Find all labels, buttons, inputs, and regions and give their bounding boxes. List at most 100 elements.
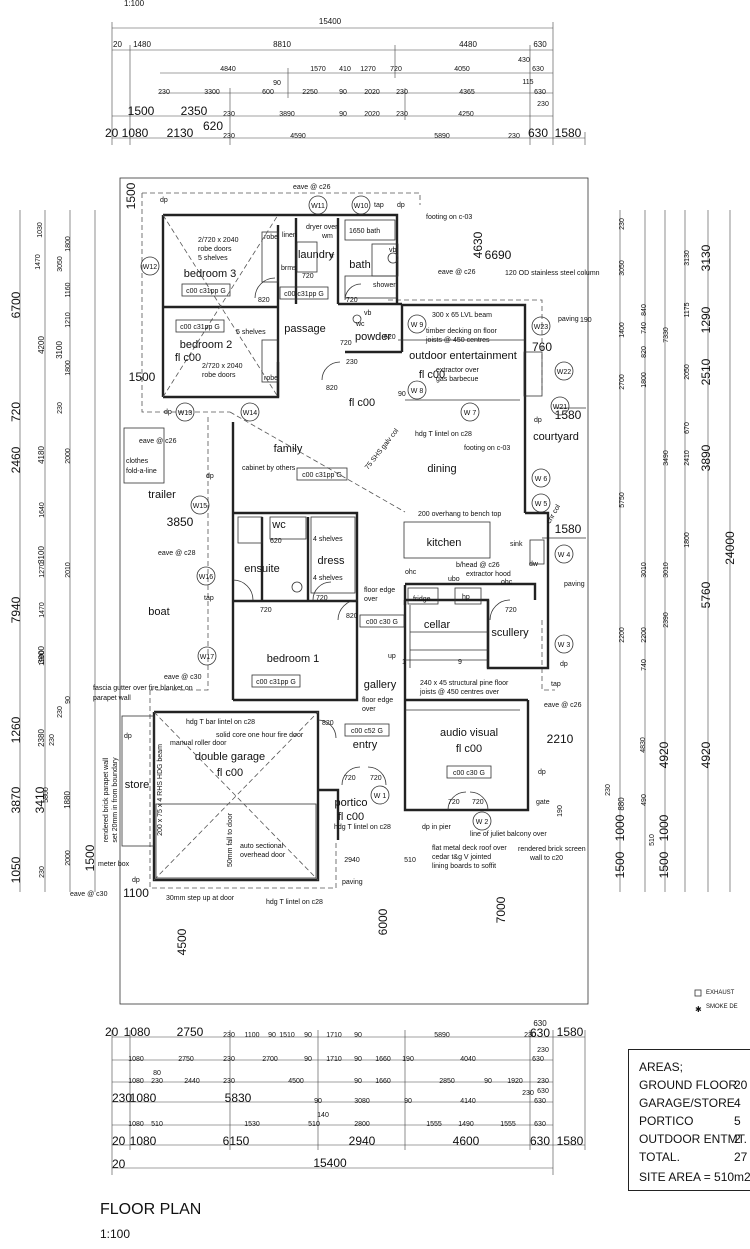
room-audio-visual: audio visual <box>440 727 498 739</box>
svg-text:linen: linen <box>282 232 297 239</box>
svg-text:2850: 2850 <box>439 1078 455 1085</box>
svg-text:230: 230 <box>522 1090 534 1097</box>
svg-text:robe doors: robe doors <box>198 246 232 253</box>
svg-text:2390: 2390 <box>663 612 670 628</box>
room-bath: bath <box>349 259 370 271</box>
site-boundary <box>119 177 589 1005</box>
top-dim: 230 <box>537 101 549 108</box>
top-dim-4480: 4480 <box>459 40 477 49</box>
svg-text:630: 630 <box>530 1134 550 1148</box>
top-dim: 1080 <box>122 126 149 140</box>
room-bedroom1: bedroom 1 <box>267 653 320 665</box>
svg-text:720: 720 <box>370 775 382 782</box>
svg-text:solid core one hour fire door: solid core one hour fire door <box>216 732 304 739</box>
svg-text:eave @ c30: eave @ c30 <box>164 674 202 681</box>
svg-text:510: 510 <box>308 1121 320 1128</box>
top-dim: 1270 <box>360 66 376 73</box>
svg-text:670: 670 <box>684 422 691 434</box>
svg-text:90: 90 <box>484 1078 492 1085</box>
svg-text:1710: 1710 <box>326 1032 342 1039</box>
svg-text:shower: shower <box>373 282 396 289</box>
svg-text:6150: 6150 <box>223 1134 250 1148</box>
svg-text:over: over <box>362 706 376 713</box>
svg-text:fascia gutter over fire blanke: fascia gutter over fire blanket on <box>93 685 193 692</box>
svg-text:620: 620 <box>270 538 282 545</box>
svg-text:820: 820 <box>641 346 648 358</box>
svg-text:720: 720 <box>340 340 352 347</box>
room-family: family <box>274 443 303 455</box>
svg-text:510: 510 <box>151 1121 163 1128</box>
svg-text:overhead door: overhead door <box>240 852 286 859</box>
svg-text:gas barbecue: gas barbecue <box>436 376 479 383</box>
room-scullery: scullery <box>491 627 529 639</box>
svg-text:2800: 2800 <box>354 1121 370 1128</box>
svg-text:140: 140 <box>317 1112 329 1119</box>
svg-text:760: 760 <box>532 340 552 354</box>
svg-text:1270: 1270 <box>39 562 46 578</box>
svg-text:1490: 1490 <box>458 1121 474 1128</box>
svg-text:15400: 15400 <box>313 1156 347 1170</box>
svg-text:tr: tr <box>330 253 335 260</box>
svg-text:tap: tap <box>204 595 214 602</box>
window-tag: W 7 <box>464 410 477 417</box>
svg-text:820: 820 <box>258 297 270 304</box>
svg-text:brms: brms <box>281 265 297 272</box>
svg-text:2/720 x 2040: 2/720 x 2040 <box>202 363 243 370</box>
svg-text:80: 80 <box>153 1070 161 1077</box>
svg-text:90: 90 <box>304 1056 312 1063</box>
svg-text:1500: 1500 <box>613 851 627 878</box>
svg-text:200 x 75 x 4 RHS HDG beam: 200 x 75 x 4 RHS HDG beam <box>157 744 164 836</box>
room-ensuite: ensuite <box>244 563 279 575</box>
svg-text:1100: 1100 <box>123 886 149 900</box>
svg-text:630: 630 <box>537 1088 549 1095</box>
svg-text:eave @ c28: eave @ c28 <box>158 550 196 557</box>
svg-text:2000: 2000 <box>65 850 72 866</box>
svg-text:24000: 24000 <box>723 531 737 565</box>
top-dim: 4050 <box>454 66 470 73</box>
svg-text:dp: dp <box>164 409 172 416</box>
svg-text:wall to c20: wall to c20 <box>529 855 563 862</box>
svg-text:c00 c31pp G: c00 c31pp G <box>302 472 342 479</box>
svg-text:2440: 2440 <box>184 1078 200 1085</box>
top-dim: 1500 <box>128 104 155 118</box>
svg-text:510: 510 <box>649 834 656 846</box>
svg-text:parapet wall: parapet wall <box>93 695 131 702</box>
top-dim: 430 <box>518 57 530 64</box>
svg-text:2750: 2750 <box>177 1025 204 1039</box>
svg-text:tap: tap <box>551 681 561 688</box>
top-dim: 4365 <box>459 89 475 96</box>
svg-text:190: 190 <box>580 317 592 324</box>
svg-text:1555: 1555 <box>426 1121 442 1128</box>
top-dim-8810: 8810 <box>273 40 291 49</box>
svg-text:90: 90 <box>398 391 406 398</box>
svg-text:5890: 5890 <box>434 1032 450 1039</box>
svg-text:joists @ 450 centres: joists @ 450 centres <box>425 337 490 344</box>
svg-text:clothes: clothes <box>126 458 149 465</box>
top-dim: 600 <box>262 89 274 96</box>
svg-text:c00 c30 G: c00 c30 G <box>453 770 485 777</box>
window-tag: W 4 <box>558 552 571 559</box>
top-dim: 230 <box>396 111 408 118</box>
svg-text:4200: 4200 <box>37 336 46 354</box>
top-dim: 2130 <box>167 126 194 140</box>
window-tag: W 8 <box>411 388 424 395</box>
svg-text:2380: 2380 <box>37 729 46 747</box>
svg-text:630: 630 <box>533 1019 547 1028</box>
svg-text:vb: vb <box>364 310 372 317</box>
room-labels: bedroom 3 bedroom 2 bedroom 1 laundry ba… <box>125 249 579 809</box>
svg-text:2000: 2000 <box>65 448 72 464</box>
svg-text:630: 630 <box>530 1026 550 1040</box>
svg-text:1800: 1800 <box>684 532 691 548</box>
window-tag: W16 <box>199 574 214 581</box>
svg-text:up: up <box>388 653 396 660</box>
svg-text:6690: 6690 <box>485 248 512 262</box>
svg-text:90: 90 <box>354 1056 362 1063</box>
window-tag: W 3 <box>558 642 571 649</box>
svg-text:230: 230 <box>605 784 612 796</box>
room-bedroom3: bedroom 3 <box>184 268 237 280</box>
svg-text:4 shelves: 4 shelves <box>313 536 343 543</box>
svg-text:dp: dp <box>534 417 542 424</box>
room-gallery: gallery <box>364 679 397 691</box>
svg-text:9: 9 <box>458 659 462 666</box>
